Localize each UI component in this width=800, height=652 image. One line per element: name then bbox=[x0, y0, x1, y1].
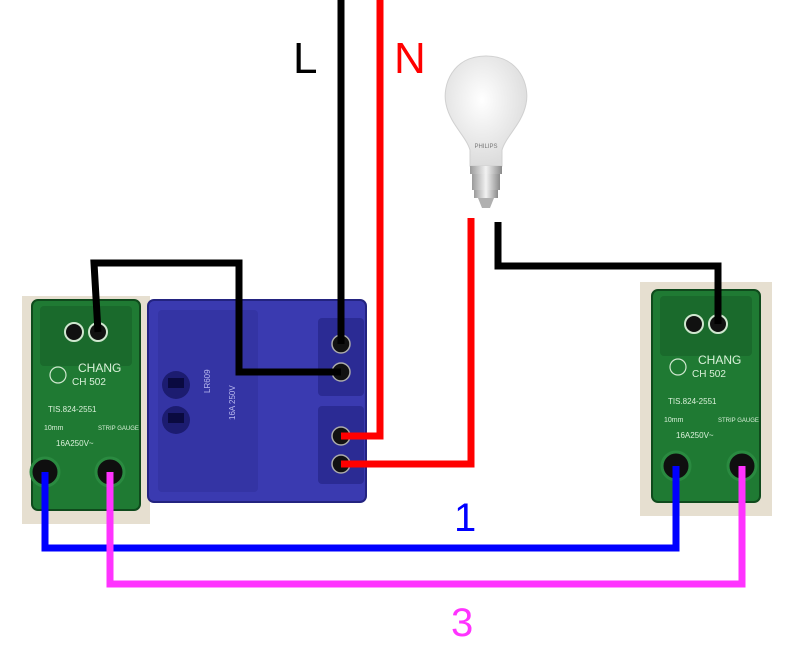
switch-left: CHANG CH 502 TIS.824-2551 10mm STRIP GAU… bbox=[22, 296, 150, 524]
label-neutral: N bbox=[394, 34, 426, 83]
switch-right: CHANG CH 502 TIS.824-2551 10mm STRIP GAU… bbox=[640, 282, 772, 516]
switch-right-strip: 10mm bbox=[664, 417, 684, 424]
switch-left-rating: 16A250V~ bbox=[56, 439, 94, 448]
left-switch-live-wire bbox=[90, 259, 341, 376]
switch-right-brand: CHANG bbox=[698, 353, 741, 367]
switch-left-standard: TIS.824-2551 bbox=[48, 405, 97, 414]
neutral-wire bbox=[341, 0, 384, 440]
switch-left-logo-icon bbox=[49, 366, 67, 384]
outlet-rating: 16A 250V bbox=[228, 385, 237, 420]
light-bulb-icon: PHILIPS bbox=[444, 55, 528, 208]
outlet-socket-bottom-hole bbox=[168, 413, 184, 423]
traveler-1-wire bbox=[41, 466, 680, 552]
label-traveler-1: 1 bbox=[454, 496, 476, 540]
traveler-3-wire bbox=[106, 466, 746, 588]
switch-right-top-terminal-a bbox=[684, 314, 704, 334]
bulb-switch-wire bbox=[494, 222, 722, 324]
switch-left-model: CH 502 bbox=[72, 377, 106, 388]
switch-left-strip: 10mm bbox=[44, 425, 64, 432]
outlet-terminal-block-top bbox=[318, 318, 364, 396]
switch-right-model: CH 502 bbox=[692, 369, 726, 380]
outlet-left-panel bbox=[158, 310, 258, 492]
switch-right-logo-icon bbox=[669, 358, 687, 376]
switch-left-top-panel bbox=[40, 306, 132, 366]
bulb-return-wire bbox=[341, 218, 475, 468]
switch-right-rating: 16A250V~ bbox=[676, 431, 714, 440]
outlet-socket-top-hole bbox=[168, 378, 184, 388]
switch-right-standard: TIS.824-2551 bbox=[668, 397, 717, 406]
outlet: LR609 16A 250V bbox=[147, 299, 367, 503]
outlet-model: LR609 bbox=[203, 369, 212, 393]
switch-left-strip-label: STRIP GAUGE bbox=[98, 426, 139, 432]
label-traveler-3: 3 bbox=[451, 601, 473, 645]
bulb-brand: PHILIPS bbox=[474, 144, 497, 150]
label-live: L bbox=[293, 34, 317, 83]
switch-right-strip-label: STRIP GAUGE bbox=[718, 418, 759, 424]
switch-right-top-panel bbox=[660, 296, 752, 356]
switch-left-top-terminal-a bbox=[64, 322, 84, 342]
switch-left-brand: CHANG bbox=[78, 361, 121, 375]
